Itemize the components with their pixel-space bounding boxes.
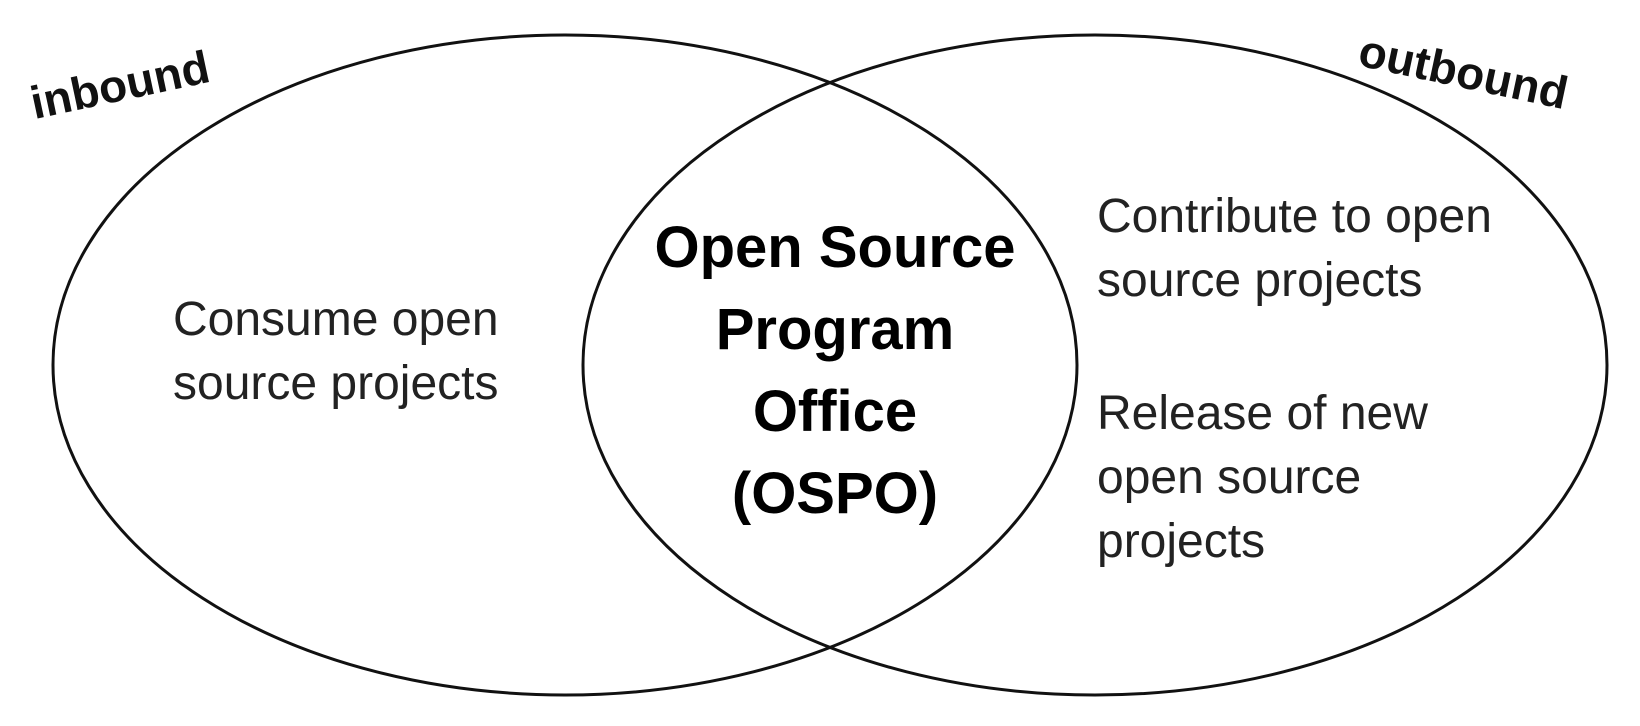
outbound-region-text-contribute: Contribute to open source projects bbox=[1097, 185, 1492, 313]
inbound-ellipse bbox=[51, 33, 1079, 697]
intersection-line: (OSPO) bbox=[731, 461, 939, 526]
outbound-ellipse bbox=[581, 33, 1609, 697]
outbound-text-line: Release of new bbox=[1097, 387, 1428, 440]
outbound-text-line: open source bbox=[1097, 451, 1362, 504]
intersection-line: Office bbox=[752, 379, 918, 444]
intersection-line: Open Source bbox=[654, 215, 1016, 280]
intersection-title: Open Source Program Office (OSPO) bbox=[590, 207, 1080, 535]
inbound-region-text: Consume open source projects bbox=[173, 288, 499, 416]
inbound-text-line: source projects bbox=[173, 357, 499, 410]
intersection-line: Program bbox=[715, 297, 955, 362]
inbound-text-line: Consume open bbox=[173, 293, 499, 346]
outbound-text-line: Contribute to open bbox=[1097, 190, 1492, 243]
outbound-text-line: projects bbox=[1097, 515, 1266, 568]
outbound-text-line: source projects bbox=[1097, 254, 1423, 307]
outbound-region-text-release: Release of new open source projects bbox=[1097, 382, 1428, 574]
